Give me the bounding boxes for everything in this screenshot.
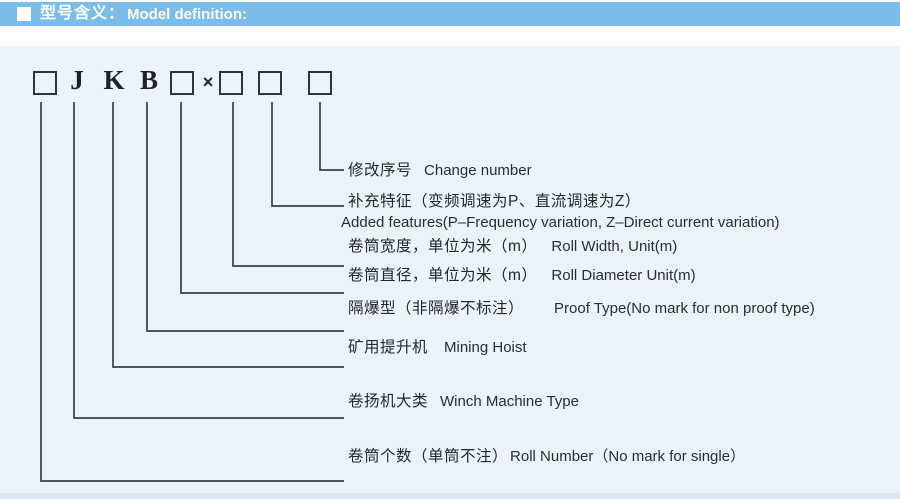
model-code-letter-k: K: [103, 65, 125, 95]
label-added-features-zh: 补充特征（变频调速为P、直流调速为Z）: [348, 193, 641, 210]
leader-roll-number: [40, 102, 344, 482]
leader-added-features: [271, 102, 344, 207]
bullet-square-icon: [17, 7, 31, 21]
leader-change-number: [319, 102, 344, 171]
label-mining-hoist: 矿用提升机 Mining Hoist: [348, 339, 527, 356]
label-added-features-en: Added features(P–Frequency variation, Z–…: [341, 214, 780, 231]
label-winch-type: 卷扬机大类 Winch Machine Type: [348, 393, 579, 410]
model-code-box-roll-width: [219, 71, 243, 95]
model-code-letter-j: J: [70, 65, 84, 95]
section-header-bar: 型号含义： Model definition:: [0, 2, 900, 26]
leader-roll-diameter: [180, 102, 344, 294]
label-change-number: 修改序号 Change number: [348, 162, 532, 179]
leader-proof-type: [146, 102, 344, 332]
header-title-zh: 型号含义：: [40, 5, 126, 22]
model-code-box-roll-number: [33, 71, 57, 95]
label-proof-type: 隔爆型（非隔爆不标注） Proof Type(No mark for non p…: [348, 300, 815, 317]
multiply-sign: ×: [202, 72, 214, 92]
header-title-en: Model definition:: [127, 5, 247, 23]
model-code-letter-b: B: [139, 65, 158, 95]
label-roll-width: 卷筒宽度，单位为米（m） Roll Width, Unit(m): [348, 238, 678, 255]
leader-winch-type: [73, 102, 344, 419]
label-roll-diameter: 卷筒直径，单位为米（m） Roll Diameter Unit(m): [348, 267, 696, 284]
label-roll-number: 卷筒个数（单筒不注） Roll Number（No mark for singl…: [348, 448, 746, 465]
bottom-strip: [0, 493, 900, 499]
leader-lines: [40, 102, 344, 482]
model-code-box-change-number: [308, 71, 332, 95]
model-code-box-added-features: [258, 71, 282, 95]
leader-roll-width: [232, 102, 344, 267]
model-definition-diagram: J K B × 修改序号 Change number: [0, 46, 900, 493]
leader-mining-hoist: [112, 102, 344, 368]
model-code-box-roll-diameter: [170, 71, 194, 95]
